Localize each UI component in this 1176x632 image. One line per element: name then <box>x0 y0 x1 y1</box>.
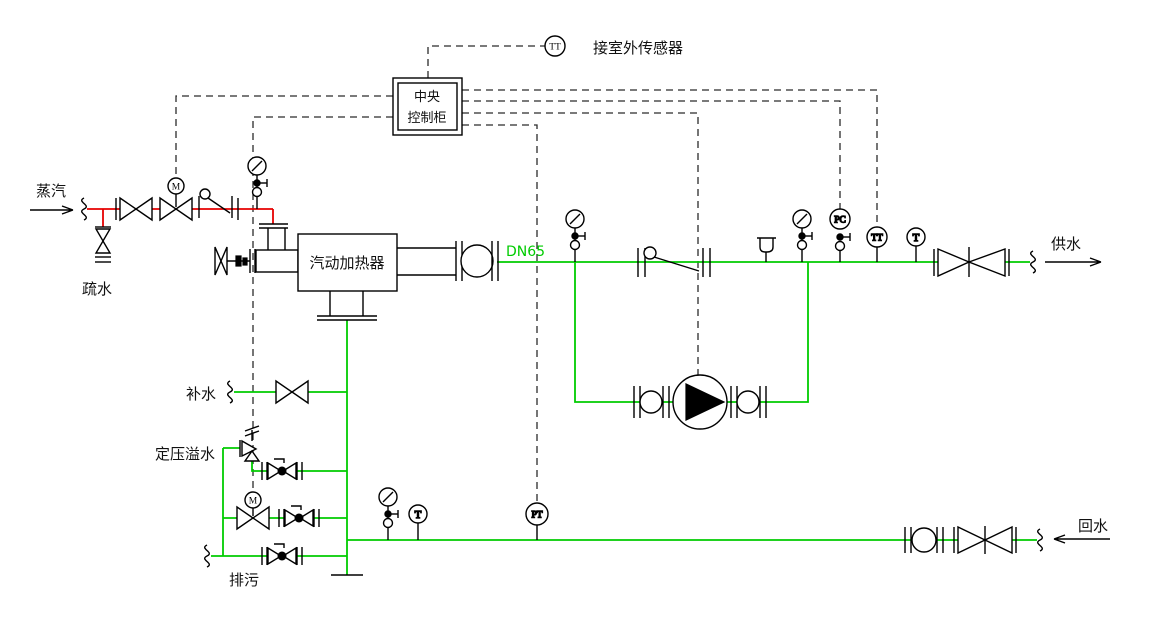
makeup-gate-valve <box>275 380 309 404</box>
overflow-ball-valve <box>261 458 303 481</box>
return-pt-tag: PT <box>531 511 542 521</box>
return-flex-joint <box>904 527 944 553</box>
steam-arrow <box>30 205 74 215</box>
heater-inlet-flange <box>259 223 288 250</box>
steam-break <box>80 197 88 221</box>
pipe-size-label: DN65 <box>506 244 545 260</box>
heater-body <box>297 233 398 292</box>
supply-pressure-gauge-1 <box>565 209 586 263</box>
supply-line: DN65 PC TT <box>506 208 1102 278</box>
return-gate-valve <box>953 525 1017 555</box>
return-thermometer: T <box>408 504 428 540</box>
signal-drain-motor-valve <box>252 116 393 492</box>
water-pipes <box>211 261 1037 575</box>
circulation-pump <box>672 374 728 430</box>
control-signal-lines <box>175 45 878 503</box>
outdoor-temp-sensor: TT 接室外传感器 <box>544 35 683 57</box>
return-pressure-transmitter: PT <box>525 502 549 540</box>
heater-side-port <box>249 249 299 273</box>
outdoor-sensor-label: 接室外传感器 <box>593 39 683 57</box>
auto-air-vent <box>757 237 776 262</box>
blowdown-break <box>203 544 211 568</box>
supply-temp-transmitter: TT <box>866 226 888 262</box>
heater-handwheel-valve <box>214 246 250 276</box>
signal-steam-motor-valve <box>175 95 393 178</box>
heater-outlet-pipe <box>397 247 456 276</box>
supply-arrow <box>1045 257 1102 267</box>
steam-trap <box>94 226 112 263</box>
steam-pressure-gauge <box>247 156 268 210</box>
steam-gate-valve <box>119 197 153 221</box>
motor-drain-line: M <box>236 491 320 530</box>
pump-outlet-flex-joint <box>730 386 767 418</box>
signal-return-pt <box>462 124 538 503</box>
supply-t-tag: T <box>913 232 920 244</box>
signal-outdoor-sensor <box>427 45 545 78</box>
overflow-line: 定压溢水 <box>155 425 303 481</box>
return-t-tag: T <box>415 509 422 521</box>
outdoor-tt-tag: TT <box>549 43 561 53</box>
blowdown-label: 排污 <box>229 571 259 589</box>
relief-valve <box>239 425 261 462</box>
return-pressure-gauge <box>378 487 399 541</box>
supply-break <box>1029 250 1037 274</box>
supply-thermometer: T <box>906 227 926 262</box>
return-break <box>1036 528 1044 552</box>
supply-pressure-gauge-2 <box>792 209 813 263</box>
return-line: T PT 回水 <box>378 487 1110 555</box>
control-cabinet: 中央 控制柜 <box>392 77 463 136</box>
makeup-line: 补水 <box>186 380 309 404</box>
drain-ball-valve-1 <box>278 505 320 528</box>
heater-bottom-stub <box>317 291 377 321</box>
steam-line: 蒸汽 疏水 M <box>30 156 288 298</box>
signal-supply-pc <box>462 100 841 209</box>
drain-motor-valve: M <box>236 491 270 530</box>
cabinet-label-line2: 控制柜 <box>407 111 446 126</box>
steam-heater: 汽动加热器 <box>214 233 499 321</box>
steam-label: 蒸汽 <box>36 182 66 200</box>
outlet-flex-joint <box>455 241 499 281</box>
supply-gate-valve <box>933 247 1010 278</box>
pump-loop <box>633 374 767 430</box>
blowdown-line: 排污 <box>203 543 363 589</box>
signal-pump <box>462 112 699 375</box>
makeup-label: 补水 <box>186 385 216 403</box>
heater-label: 汽动加热器 <box>309 254 384 272</box>
steam-motor-valve: M <box>159 177 193 221</box>
pump-inlet-flex-joint <box>633 386 670 418</box>
supply-label: 供水 <box>1051 235 1081 253</box>
drain-motor-valve-tag: M <box>249 497 258 507</box>
overflow-label: 定压溢水 <box>155 445 215 463</box>
supply-tt-tag: TT <box>871 234 883 244</box>
pressure-controller: PC <box>829 208 851 262</box>
makeup-break <box>226 380 234 404</box>
overflow-discharge-pipe <box>251 461 347 472</box>
blowdown-ball-valve <box>261 543 303 566</box>
signal-supply-tt <box>462 89 878 227</box>
steam-motor-valve-tag: M <box>172 183 181 193</box>
supply-pc-tag: PC <box>834 216 846 226</box>
trap-label: 疏水 <box>82 280 112 298</box>
pump-impeller-icon <box>685 383 726 421</box>
supply-check-valve <box>637 246 711 277</box>
cabinet-label-line1: 中央 <box>414 90 440 105</box>
steam-check-valve <box>198 188 239 220</box>
return-arrow <box>1053 534 1110 544</box>
return-label: 回水 <box>1078 517 1108 535</box>
